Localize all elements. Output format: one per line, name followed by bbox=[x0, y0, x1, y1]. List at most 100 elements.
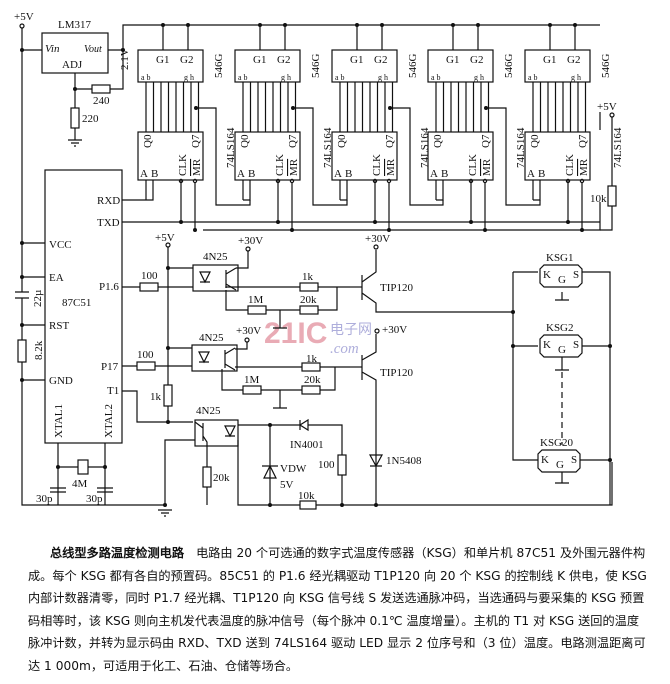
schematic: 21IC 电子网 .com +5V 22µ 8.2k LM317 Vin Vou… bbox=[14, 11, 624, 517]
driver-p17: 100 4N25 +30V 1k 1M 20k +30V TIP120 bbox=[122, 324, 414, 455]
seg-first-label: a b bbox=[335, 73, 345, 82]
seg-last-label: g h bbox=[474, 73, 484, 82]
resistor-1k-t1 bbox=[163, 384, 173, 407]
left-supply-rail: +5V 22µ 8.2k bbox=[14, 11, 165, 506]
sensor-name-label: KSG1 bbox=[546, 252, 574, 264]
sr-type-label: 74LS164 bbox=[612, 127, 624, 168]
sr-type-label: 74LS164 bbox=[515, 127, 527, 168]
mr-label: MR bbox=[288, 158, 300, 176]
zener-vdw bbox=[262, 464, 278, 479]
q0-label: Q0 bbox=[432, 134, 444, 148]
p17-label: P17 bbox=[101, 361, 119, 373]
a-label: A bbox=[527, 168, 535, 180]
a-label: A bbox=[140, 168, 148, 180]
watermark-brand: 21IC bbox=[264, 317, 327, 350]
serial-bus bbox=[122, 112, 601, 231]
xtal1-label: XTAL1 bbox=[53, 404, 65, 438]
b-label: B bbox=[538, 168, 545, 180]
resistor-100-rx bbox=[337, 454, 347, 476]
shift-register-74ls164 bbox=[137, 131, 204, 181]
vdw-label: VDW bbox=[280, 463, 307, 475]
a-label: A bbox=[430, 168, 438, 180]
right-pullup: +5V 10k bbox=[590, 101, 617, 231]
vin-label: Vin bbox=[45, 43, 60, 55]
clk-label: CLK bbox=[274, 154, 286, 176]
resistor-20k-rx bbox=[202, 466, 212, 488]
a-label: A bbox=[237, 168, 245, 180]
xtal2-label: XTAL2 bbox=[103, 404, 115, 438]
r1k-t1-label: 1k bbox=[150, 391, 162, 403]
q7-label: Q7 bbox=[480, 134, 492, 148]
g1-label: G1 bbox=[156, 54, 169, 66]
display-type-label: 546G bbox=[310, 54, 322, 79]
r100-rx-label: 100 bbox=[318, 459, 335, 471]
b-label: B bbox=[345, 168, 352, 180]
crystal-label: 4M bbox=[72, 478, 88, 490]
seg-first-label: a b bbox=[238, 73, 248, 82]
sensor-g-label: G bbox=[558, 274, 566, 286]
mcu-87c51: RXD TXD VCC EA 87C51 P1.6 RST P17 T1 GND… bbox=[36, 169, 123, 505]
opto3-label: 4N25 bbox=[196, 405, 221, 417]
vcc-label: VCC bbox=[49, 239, 72, 251]
lm317-regulator: LM317 Vin Vout ADJ 2.1V 240 220 bbox=[41, 19, 600, 147]
crystal-4m bbox=[77, 459, 89, 475]
g2-label: G2 bbox=[374, 54, 387, 66]
seg-last-label: g h bbox=[378, 73, 388, 82]
a-label: A bbox=[334, 168, 342, 180]
rst-label: RST bbox=[49, 320, 69, 332]
r1k-1-label: 1k bbox=[302, 271, 314, 283]
tip120-1-label: TIP120 bbox=[380, 282, 414, 294]
b-label: B bbox=[151, 168, 158, 180]
tip2-30v-label: +30V bbox=[382, 324, 407, 336]
display-type-label: 546G bbox=[213, 54, 225, 79]
r100-p16-label: 100 bbox=[141, 270, 158, 282]
resistor-1m-2 bbox=[242, 385, 262, 395]
r1m-2-label: 1M bbox=[244, 374, 260, 386]
t1-label: T1 bbox=[107, 385, 119, 397]
sensor-k-label: K bbox=[543, 339, 551, 351]
transistor-tip120-1 bbox=[361, 250, 513, 313]
cap-30p-1-label: 30p bbox=[36, 493, 53, 505]
ground-icon bbox=[68, 139, 82, 147]
sr-type-label: 74LS164 bbox=[225, 127, 237, 168]
right-5v-label: +5V bbox=[597, 101, 617, 113]
rxd-label: RXD bbox=[97, 195, 120, 207]
g2-label: G2 bbox=[567, 54, 580, 66]
r100-p17-label: 100 bbox=[137, 349, 154, 361]
shift-register-74ls164 bbox=[524, 131, 591, 181]
sensor-name-label: KSG20 bbox=[540, 437, 574, 449]
mr-label: MR bbox=[481, 158, 493, 176]
sensor-name-label: KSG2 bbox=[546, 322, 574, 334]
clk-label: CLK bbox=[371, 154, 383, 176]
cap-22u-label: 22µ bbox=[32, 290, 44, 307]
receiver-t1: 1k 4N25 IN4001 100 VDW 5V 20k 10k 1N5408 bbox=[56, 384, 613, 517]
sr-type-label: 74LS164 bbox=[322, 127, 334, 168]
clk-label: CLK bbox=[467, 154, 479, 176]
r20k-2-label: 20k bbox=[304, 374, 321, 386]
tip120-2-label: TIP120 bbox=[380, 367, 414, 379]
q7-label: Q7 bbox=[384, 134, 396, 148]
sensor-s-label: S bbox=[573, 269, 579, 281]
supply-5v-label: +5V bbox=[14, 11, 34, 23]
sensor-k-label: K bbox=[541, 454, 549, 466]
vout-label: Vout bbox=[84, 44, 102, 55]
diode-1n5408 bbox=[368, 454, 384, 468]
lm317-label: LM317 bbox=[58, 19, 92, 31]
r20k-rx-label: 20k bbox=[213, 472, 230, 484]
figure-caption: 总线型多路温度检测电路电路由 20 个可选通的数字式温度传感器（KSG）和单片机… bbox=[28, 542, 648, 677]
r220-label: 220 bbox=[82, 113, 99, 125]
led-display-546g bbox=[331, 49, 398, 83]
watermark: 21IC 电子网 .com bbox=[264, 317, 372, 357]
resistor-20k-1 bbox=[299, 305, 319, 315]
1n5408-label: 1N5408 bbox=[386, 455, 422, 467]
driver-5v-label: +5V bbox=[155, 232, 175, 244]
display-type-label: 546G bbox=[407, 54, 419, 79]
